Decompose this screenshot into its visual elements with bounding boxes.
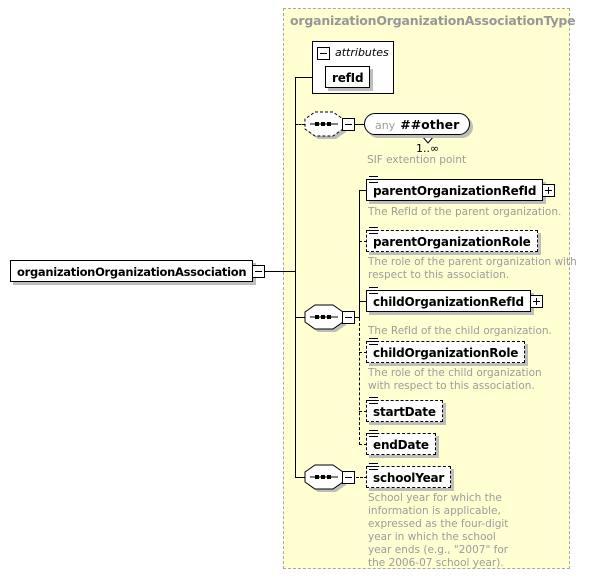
annotation-icon [369,287,378,294]
sequence-icon[interactable] [301,304,347,336]
element-description: The role of the child organization with … [368,367,542,392]
attribute-label: refId [332,71,364,85]
connector-line [295,77,313,78]
element-any-other[interactable]: any ##other [364,113,471,135]
expand-icon[interactable] [542,184,556,197]
element-parent-organization-refid[interactable]: parentOrganizationRefId [366,176,556,201]
connector-line [359,444,367,445]
any-keyword: any [375,119,396,132]
any-label: ##other [400,117,460,132]
element-description: The RefId of the parent organization. [368,206,562,218]
element-parent-organization-role[interactable]: parentOrganizationRole [366,227,538,252]
connector-line [295,317,305,318]
element-label: parentOrganizationRole [373,235,531,249]
element-label: endDate [373,438,429,452]
complex-type-title: organizationOrganizationAssociationType [290,13,576,28]
connector-line [359,411,367,412]
connector-line [295,477,305,478]
collapse-icon[interactable] [342,118,355,131]
connector-line [352,317,360,318]
annotation-icon [369,397,378,404]
sequence-icon[interactable] [301,111,347,143]
element-label: organizationOrganizationAssociation [17,265,247,279]
connector-line [359,301,367,302]
connector-line [352,477,367,478]
annotation-text: SIF extention point [367,154,467,166]
occurrence-label: 1..∞ [416,142,440,155]
annotation-icon [369,227,378,234]
element-label: schoolYear [373,471,445,485]
annotation-icon [369,463,378,470]
connector-line [359,190,367,191]
attribute-refid[interactable]: refId [325,66,371,88]
element-label: parentOrganizationRefId [373,184,537,198]
annotation-icon [369,338,378,345]
collapse-icon[interactable] [252,265,266,278]
element-end-date[interactable]: endDate [366,430,436,455]
connector-line [359,241,367,242]
connector-line [352,124,366,125]
collapse-icon[interactable] [317,47,330,60]
connector-line [295,124,305,125]
element-child-organization-role[interactable]: childOrganizationRole [366,338,526,363]
expand-triangle-icon[interactable] [421,135,436,145]
attributes-group-label: attributes [335,46,389,59]
annotation-icon [369,176,378,183]
element-label: childOrganizationRefId [373,295,524,309]
connector-line [359,318,360,445]
connector-line [359,190,360,318]
element-label: startDate [373,405,436,419]
element-description: The RefId of the child organization. [368,325,552,337]
element-school-year[interactable]: schoolYear [366,463,452,488]
collapse-icon[interactable] [342,311,355,324]
collapse-icon[interactable] [342,471,355,484]
element-description: School year for which the information is… [368,492,509,569]
connector-line [295,77,296,477]
element-organization-organization-association[interactable]: organizationOrganizationAssociation [10,260,266,282]
sequence-icon[interactable] [301,464,347,496]
element-start-date[interactable]: startDate [366,397,443,422]
element-description: The role of the parent organization with… [368,256,577,281]
element-label: childOrganizationRole [373,346,519,360]
connector-line [359,352,367,353]
annotation-icon [369,430,378,437]
expand-icon[interactable] [529,295,543,308]
element-child-organization-refid[interactable]: childOrganizationRefId [366,287,543,312]
